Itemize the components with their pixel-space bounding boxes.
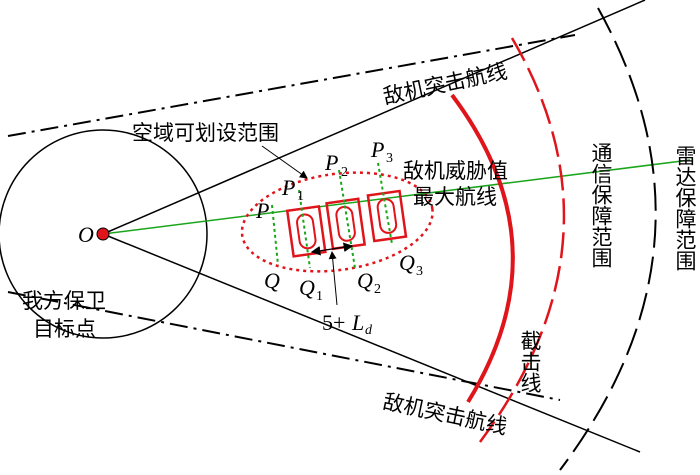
label-P1-sub: 1 xyxy=(297,189,304,204)
attack-route-bottom-line xyxy=(7,291,561,401)
spacing-L: L xyxy=(351,310,364,335)
label-P3-sub: 3 xyxy=(386,151,393,166)
airspace-pointer xyxy=(261,145,308,179)
attack-route-top-line xyxy=(7,34,576,137)
radar-range-arc xyxy=(559,7,657,471)
label-P1: P xyxy=(281,175,295,200)
label-P: P xyxy=(255,198,269,223)
radar-range-label: 雷达保障范围 xyxy=(673,145,697,271)
airspace-cell-1 xyxy=(285,204,327,258)
target-label-1: 我方保卫 xyxy=(22,289,106,313)
threat-max-route xyxy=(102,159,691,235)
spacing-label: 5+ xyxy=(322,310,345,335)
intercept-line xyxy=(450,93,515,404)
threat-label-2: 最大航线 xyxy=(413,185,497,209)
protection-circle xyxy=(0,129,208,339)
label-Q: Q xyxy=(264,268,280,293)
origin-point xyxy=(96,227,110,241)
label-Q3: Q xyxy=(399,250,415,275)
comm-range-label: 通信保障范围 xyxy=(589,142,613,268)
origin-label: O xyxy=(78,222,94,247)
label-Q2: Q xyxy=(357,268,373,293)
comm-range-arc xyxy=(478,37,566,443)
attack-route-bottom-label: 敌机突击航线 xyxy=(381,389,509,439)
label-P3: P xyxy=(370,137,384,162)
spacing-pointer xyxy=(328,251,338,306)
spacing-sub: d xyxy=(365,323,373,338)
label-P2-sub: 2 xyxy=(341,165,348,180)
target-label-2: 目标点 xyxy=(33,317,96,341)
threat-label-1: 敌机威胁值 xyxy=(403,159,508,183)
airspace-cell-3 xyxy=(366,189,408,243)
label-Q2-sub: 2 xyxy=(374,282,381,297)
pq-lines xyxy=(271,162,393,269)
label-P2: P xyxy=(324,150,338,175)
airspace-ellipse xyxy=(240,171,434,273)
airspace-label: 空域可划设范围 xyxy=(132,121,279,145)
sector-boundary-top xyxy=(102,0,646,235)
label-Q1: Q xyxy=(299,275,315,300)
spacing-arrow xyxy=(310,242,354,256)
sector-boundary-bottom xyxy=(102,233,641,453)
intercept-label: 截击线 xyxy=(518,330,542,393)
label-Q1-sub: 1 xyxy=(316,289,323,304)
label-Q3-sub: 3 xyxy=(416,264,423,279)
